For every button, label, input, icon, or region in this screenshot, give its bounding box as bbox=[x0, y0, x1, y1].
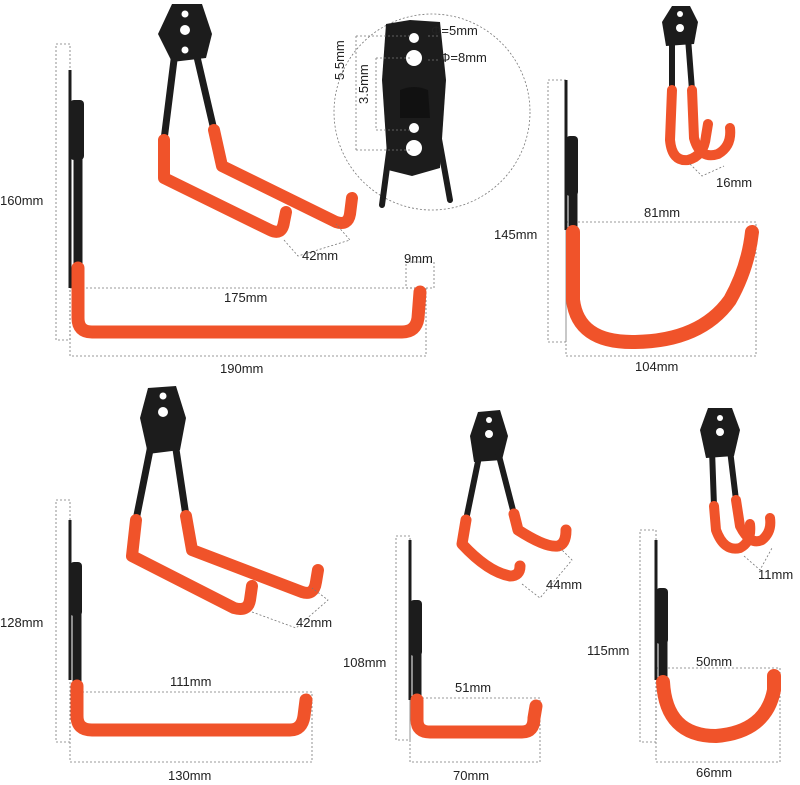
small-flat-height-label: 108mm bbox=[343, 655, 387, 670]
small-round-height-label: 115mm bbox=[587, 643, 630, 658]
large-flat-height-label: 160mm bbox=[0, 193, 44, 208]
large-flat-outer-length-label: 190mm bbox=[220, 361, 264, 376]
small-round-prong-spacing-label: 11mm bbox=[758, 567, 794, 582]
small-flat-hook-side-view bbox=[395, 535, 543, 763]
medium-flat-prong-spacing-label: 42mm bbox=[296, 615, 333, 630]
large-round-inner-width-label: 81mm bbox=[644, 205, 681, 220]
medium-flat-inner-length-label: 111mm bbox=[170, 674, 212, 689]
large-flat-hook-front-view bbox=[158, 4, 358, 257]
large-round-height-label: 145mm bbox=[494, 227, 538, 242]
medium-flat-outer-length-label: 130mm bbox=[168, 768, 212, 783]
outer-spacing-label: 5.5mm bbox=[332, 40, 347, 80]
small-hole-diameter-label: Φ=5mm bbox=[431, 23, 478, 38]
large-round-hook-side-view bbox=[547, 79, 759, 357]
large-flat-hook-coating bbox=[71, 261, 427, 339]
medium-flat-hook-side-view bbox=[55, 499, 313, 763]
small-round-outer-width-label: 66mm bbox=[696, 765, 733, 780]
large-round-outer-width-label: 104mm bbox=[635, 359, 679, 374]
small-round-hook-front-view bbox=[700, 408, 776, 571]
small-round-inner-width-label: 50mm bbox=[696, 654, 733, 669]
large-flat-prong-spacing-label: 42mm bbox=[302, 248, 339, 263]
large-flat-inner-length-label: 175mm bbox=[224, 290, 268, 305]
large-flat-hook-side-view bbox=[55, 43, 435, 357]
small-flat-outer-length-label: 70mm bbox=[453, 768, 490, 783]
medium-flat-height-label: 128mm bbox=[0, 615, 44, 630]
inner-spacing-label: 3.5mm bbox=[356, 64, 371, 104]
large-flat-tube-label: 9mm bbox=[404, 251, 433, 266]
small-round-hook-side-view bbox=[639, 529, 781, 763]
large-round-hook-front-view bbox=[662, 6, 736, 177]
mounting-plate-detail bbox=[333, 13, 531, 211]
small-flat-inner-length-label: 51mm bbox=[455, 680, 492, 695]
large-round-prong-spacing-label: 16mm bbox=[716, 175, 753, 190]
medium-flat-hook-front-view bbox=[126, 386, 329, 629]
large-hole-diameter-label: Φ=8mm bbox=[440, 50, 487, 65]
small-flat-prong-spacing-label: 44mm bbox=[546, 577, 583, 592]
small-flat-hook-front-view bbox=[456, 410, 573, 599]
